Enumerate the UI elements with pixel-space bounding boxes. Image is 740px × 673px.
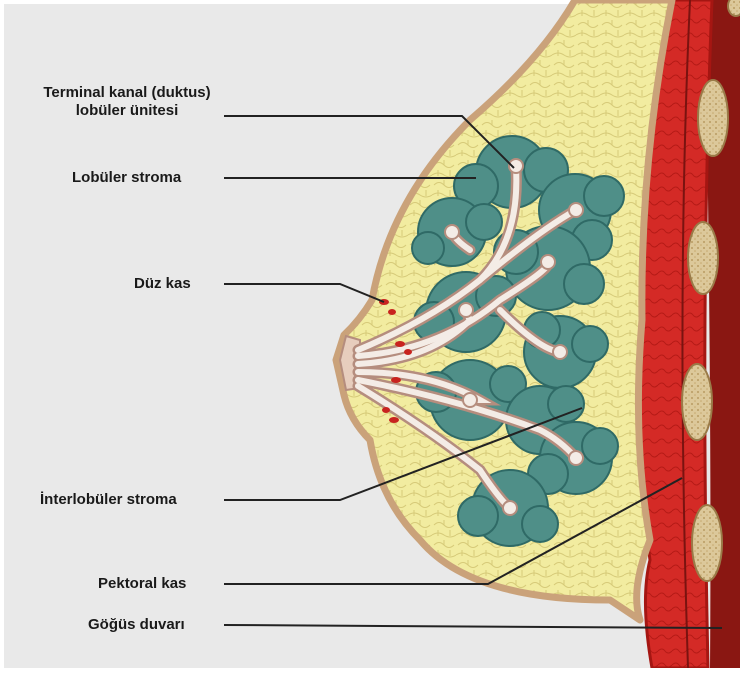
- label-terminal-line2: lobüler ünitesi: [22, 102, 232, 120]
- label-pectoral-muscle: Pektoral kas: [98, 575, 186, 593]
- label-lobular-stroma: Lobüler stroma: [72, 169, 181, 187]
- label-interlobular-stroma: İnterlobüler stroma: [40, 491, 177, 509]
- label-chest-wall: Göğüs duvarı: [88, 616, 185, 634]
- label-terminal-line1: Terminal kanal (duktus): [22, 84, 232, 102]
- label-smooth-muscle: Düz kas: [134, 275, 191, 293]
- label-terminal-duct-unit: Terminal kanal (duktus) lobüler ünitesi: [22, 84, 232, 120]
